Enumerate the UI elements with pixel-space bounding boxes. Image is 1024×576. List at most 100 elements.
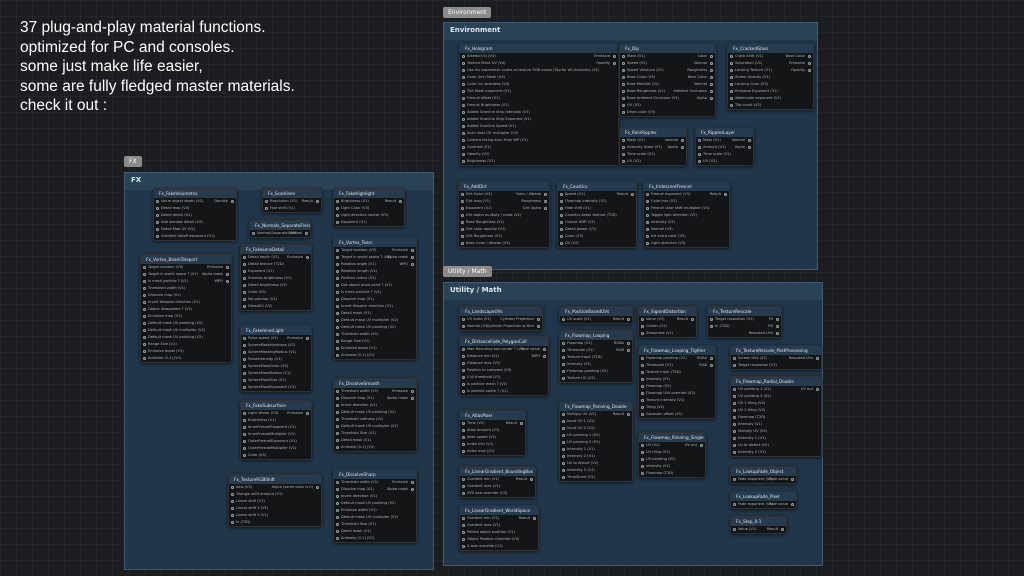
input-pin-icon[interactable] [733,478,736,481]
input-pin-icon[interactable] [646,193,649,196]
input-pin-icon[interactable] [622,55,625,58]
input-pin-icon[interactable] [143,322,146,325]
input-pin-icon[interactable] [265,200,268,203]
input-pin-icon[interactable] [622,76,625,79]
output-pin-icon[interactable] [226,280,229,283]
input-pin-icon[interactable] [336,284,339,287]
input-pin-icon[interactable] [462,111,465,114]
input-pin-icon[interactable] [562,349,565,352]
input-pin-icon[interactable] [243,419,246,422]
input-pin-icon[interactable] [462,90,465,93]
input-pin-icon[interactable] [243,337,246,340]
input-pin-icon[interactable] [622,146,625,149]
input-pin-icon[interactable] [243,263,246,266]
output-pin-icon[interactable] [700,444,703,447]
input-pin-icon[interactable] [641,332,644,335]
input-pin-icon[interactable] [243,365,246,368]
output-pin-icon[interactable] [776,332,779,335]
input-pin-icon[interactable] [462,531,465,534]
input-pin-icon[interactable] [462,83,465,86]
input-pin-icon[interactable] [143,315,146,318]
output-pin-icon[interactable] [776,318,779,321]
input-pin-icon[interactable] [143,336,146,339]
input-pin-icon[interactable] [462,132,465,135]
input-pin-icon[interactable] [243,270,246,273]
input-pin-icon[interactable] [733,388,736,391]
output-pin-icon[interactable] [627,349,630,352]
input-pin-icon[interactable] [641,364,644,367]
output-pin-icon[interactable] [808,69,811,72]
output-pin-icon[interactable] [306,337,309,340]
input-pin-icon[interactable] [252,232,255,235]
output-pin-icon[interactable] [306,256,309,259]
input-pin-icon[interactable] [462,153,465,156]
input-pin-icon[interactable] [461,221,464,224]
input-pin-icon[interactable] [641,465,644,468]
input-pin-icon[interactable] [336,397,339,400]
input-pin-icon[interactable] [560,200,563,203]
input-pin-icon[interactable] [622,83,625,86]
input-pin-icon[interactable] [562,370,565,373]
input-pin-icon[interactable] [336,516,339,519]
input-pin-icon[interactable] [562,469,565,472]
input-pin-icon[interactable] [461,207,464,210]
input-pin-icon[interactable] [156,200,159,203]
input-pin-icon[interactable] [243,358,246,361]
output-pin-icon[interactable] [710,357,713,360]
input-pin-icon[interactable] [562,476,565,479]
input-pin-icon[interactable] [336,425,339,428]
input-pin-icon[interactable] [733,416,736,419]
input-pin-icon[interactable] [336,495,339,498]
input-pin-icon[interactable] [560,242,563,245]
environment-tag[interactable]: Environment [443,7,492,18]
input-pin-icon[interactable] [336,256,339,259]
input-pin-icon[interactable] [231,500,234,503]
input-pin-icon[interactable] [243,344,246,347]
input-pin-icon[interactable] [462,125,465,128]
input-pin-icon[interactable] [461,200,464,203]
input-pin-icon[interactable] [143,294,146,297]
input-pin-icon[interactable] [560,193,563,196]
input-pin-icon[interactable] [641,385,644,388]
input-pin-icon[interactable] [698,160,701,163]
input-pin-icon[interactable] [646,235,649,238]
input-pin-icon[interactable] [733,528,736,531]
input-pin-icon[interactable] [733,444,736,447]
input-pin-icon[interactable] [461,242,464,245]
input-pin-icon[interactable] [622,111,625,114]
output-pin-icon[interactable] [537,318,540,321]
input-pin-icon[interactable] [462,76,465,79]
input-pin-icon[interactable] [336,326,339,329]
input-pin-icon[interactable] [461,235,464,238]
output-pin-icon[interactable] [543,348,546,351]
output-pin-icon[interactable] [808,55,811,58]
input-pin-icon[interactable] [231,507,234,510]
input-pin-icon[interactable] [336,404,339,407]
input-pin-icon[interactable] [462,517,465,520]
fx-tag[interactable]: FX [124,156,142,167]
output-pin-icon[interactable] [631,193,634,196]
input-pin-icon[interactable] [646,207,649,210]
input-pin-icon[interactable] [562,356,565,359]
output-pin-icon[interactable] [681,139,684,142]
input-pin-icon[interactable] [622,97,625,100]
input-pin-icon[interactable] [336,263,339,266]
input-pin-icon[interactable] [336,537,339,540]
input-pin-icon[interactable] [243,277,246,280]
input-pin-icon[interactable] [336,481,339,484]
output-pin-icon[interactable] [411,481,414,484]
input-pin-icon[interactable] [243,372,246,375]
input-pin-icon[interactable] [641,325,644,328]
input-pin-icon[interactable] [336,319,339,322]
input-pin-icon[interactable] [461,214,464,217]
input-pin-icon[interactable] [462,443,465,446]
output-pin-icon[interactable] [411,397,414,400]
input-pin-icon[interactable] [730,76,733,79]
